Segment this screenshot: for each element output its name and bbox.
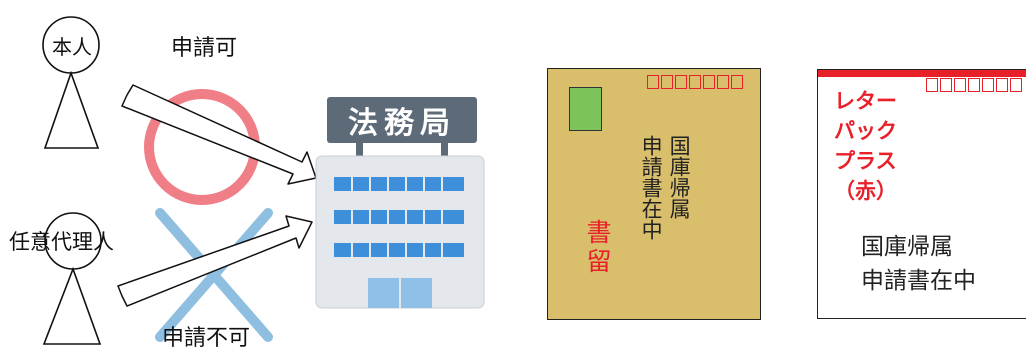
arrow-person2-to-building	[117, 215, 313, 307]
postal-code-box	[689, 75, 701, 89]
postal-code-box	[661, 75, 673, 89]
person-1-body	[43, 70, 100, 149]
stamp	[569, 87, 602, 131]
postal-code-box	[940, 78, 952, 92]
letterpack-address-line2: 申請書在中	[861, 268, 976, 294]
envelope-address-line2: 申請書在中	[639, 135, 664, 240]
postal-code-box	[954, 78, 966, 92]
registered-mark: 書留	[583, 219, 612, 277]
registered-envelope: 国庫帰属 申請書在中 書留	[547, 68, 761, 320]
person-2-figure	[42, 212, 102, 345]
permitted-label: 申請可	[171, 36, 238, 61]
person-1-figure	[42, 16, 100, 149]
letterpack-brand-text: レターパックプラス（赤）	[834, 89, 897, 203]
building-icon	[315, 97, 485, 309]
postal-code-box	[968, 78, 980, 92]
postal-code-boxes	[647, 75, 743, 89]
not-permitted-label: 申請不可	[162, 326, 251, 351]
postal-code-box	[982, 78, 994, 92]
postal-code-box	[1010, 78, 1022, 92]
postal-code-box	[717, 75, 729, 89]
postal-code-box	[926, 78, 938, 92]
letterpack-red-band	[818, 70, 1026, 77]
postal-code-box	[731, 75, 743, 89]
postal-code-box	[996, 78, 1008, 92]
letterpack-envelope: レターパックプラス（赤） 国庫帰属 申請書在中	[817, 69, 1026, 319]
postal-code-box	[647, 75, 659, 89]
person-2-label: 任意代理人	[9, 230, 114, 254]
person-1-label: 本人	[52, 35, 92, 59]
letterpack-address-line1: 国庫帰属	[861, 234, 953, 260]
not-permitted-x-mark	[155, 208, 273, 342]
envelope-address-line1: 国庫帰属	[667, 135, 692, 219]
person-2-body	[42, 266, 102, 345]
postal-code-box	[675, 75, 687, 89]
building-sign-board	[327, 97, 477, 143]
letterpack-postal-code-boxes	[926, 78, 1022, 92]
building-sign-text: 法務局	[348, 106, 456, 141]
postal-code-box	[703, 75, 715, 89]
